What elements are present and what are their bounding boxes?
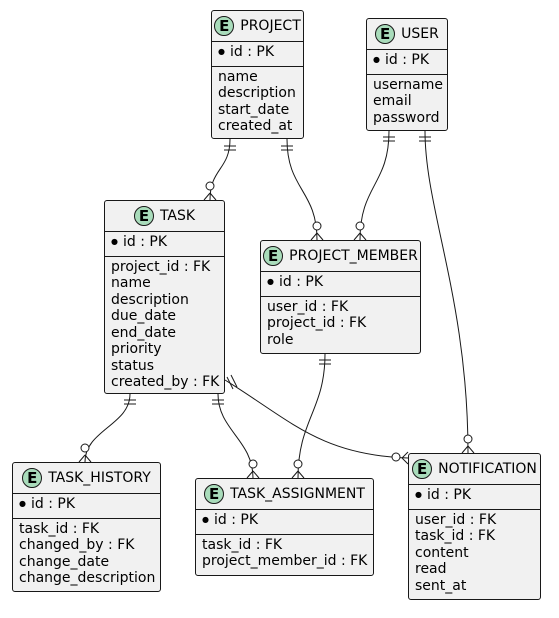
rel-task-notification [224,374,409,465]
attribute-field: name [218,68,258,85]
rel-project-task [203,138,236,201]
attribute-section: task_id : FK changed_by : FK change_date… [13,517,160,590]
entity-task-history: E TASK_HISTORY id : PK task_id : FK chan… [12,462,161,592]
entity-icon: E [22,468,43,488]
entity-task-assignment: E TASK_ASSIGNMENT id : PK task_id : FK p… [195,478,374,576]
entity-icon: E [263,246,284,266]
primary-key-section: id : PK [261,271,420,296]
entity-header: E USER [367,19,447,49]
entity-name: USER [401,26,439,42]
attribute-field: project_id : FK [111,258,211,275]
attribute-field: change_date [19,553,110,570]
attribute-field: description [218,85,296,101]
attribute-field: task_id : FK [415,528,496,544]
attribute-field: status [111,357,155,374]
attribute-field: priority [111,341,162,357]
rel-user-notification [419,130,475,454]
attribute-field: change_description [19,570,156,586]
attribute-field: user_id : FK [267,298,349,315]
attribute-section: user_id : FK task_id : FK content read s… [409,508,540,598]
attribute-field: email [373,93,412,109]
primary-key-section: id : PK [212,41,303,66]
attribute-section: name description start_date created_at [212,65,303,138]
rel-user-projectmember [353,130,395,241]
primary-key-section: id : PK [105,231,224,256]
primary-key-field: id : PK [415,487,534,506]
attribute-section: username email password [367,73,447,130]
attribute-field: task_id : FK [202,536,283,553]
attribute-section: task_id : FK project_member_id : FK [196,533,373,573]
primary-key-field: id : PK [373,52,441,71]
entity-project-member: E PROJECT_MEMBER id : PK user_id : FK pr… [260,240,421,354]
primary-key-field: id : PK [202,512,367,531]
entity-header: E TASK [105,201,224,231]
primary-key-field: id : PK [19,496,154,515]
entity-notification: E NOTIFICATION id : PK user_id : FK task… [408,453,541,600]
attribute-field: role [267,331,294,348]
attribute-field: sent_at [415,577,467,594]
primary-key-field: id : PK [218,44,297,63]
attribute-section: user_id : FK project_id : FK role [261,295,420,352]
entity-icon: E [204,484,225,504]
entity-name: PROJECT [240,18,301,34]
entity-header: E PROJECT [212,11,303,41]
entity-header: E TASK_HISTORY [13,463,160,493]
entity-icon: E [214,16,235,36]
attribute-field: created_by : FK [111,374,220,390]
entity-icon: E [375,24,396,44]
entity-name: TASK_ASSIGNMENT [230,486,365,502]
attribute-section: project_id : FK name description due_dat… [105,255,224,394]
entity-name: NOTIFICATION [438,461,537,477]
attribute-field: project_member_id : FK [202,553,368,569]
attribute-field: read [415,561,447,577]
attribute-field: project_id : FK [267,315,367,331]
entity-header: E TASK_ASSIGNMENT [196,479,373,509]
entity-user: E USER id : PK username email password [366,18,448,131]
attribute-field: username [373,76,443,93]
attribute-field: due_date [111,308,176,324]
attribute-field: changed_by : FK [19,537,135,553]
primary-key-field: id : PK [267,274,414,293]
primary-key-section: id : PK [13,493,160,518]
entity-project: E PROJECT id : PK name description start… [211,10,304,139]
attribute-field: task_id : FK [19,520,100,537]
entity-icon: E [412,459,433,479]
attribute-field: password [373,109,440,126]
attribute-field: name [111,275,151,291]
rel-task-taskassignment [212,393,260,479]
entity-name: TASK [159,208,196,224]
entity-name: TASK_HISTORY [48,470,151,486]
entity-header: E PROJECT_MEMBER [261,241,420,271]
entity-icon: E [133,206,154,226]
rel-project-projectmember [281,138,324,241]
primary-key-field: id : PK [111,234,218,253]
rel-projectmember-taskassignment [291,353,331,479]
attribute-field: start_date [218,101,290,118]
attribute-field: description [111,291,189,308]
entity-name: PROJECT_MEMBER [289,248,418,264]
primary-key-section: id : PK [196,509,373,534]
attribute-field: created_at [218,118,293,134]
entity-task: E TASK id : PK project_id : FK name desc… [104,200,225,394]
primary-key-section: id : PK [367,49,447,74]
attribute-field: end_date [111,324,176,341]
attribute-field: user_id : FK [415,511,497,528]
attribute-field: content [415,544,469,561]
entity-header: E NOTIFICATION [409,454,540,484]
rel-task-taskhistory [78,393,136,463]
primary-key-section: id : PK [409,484,540,509]
